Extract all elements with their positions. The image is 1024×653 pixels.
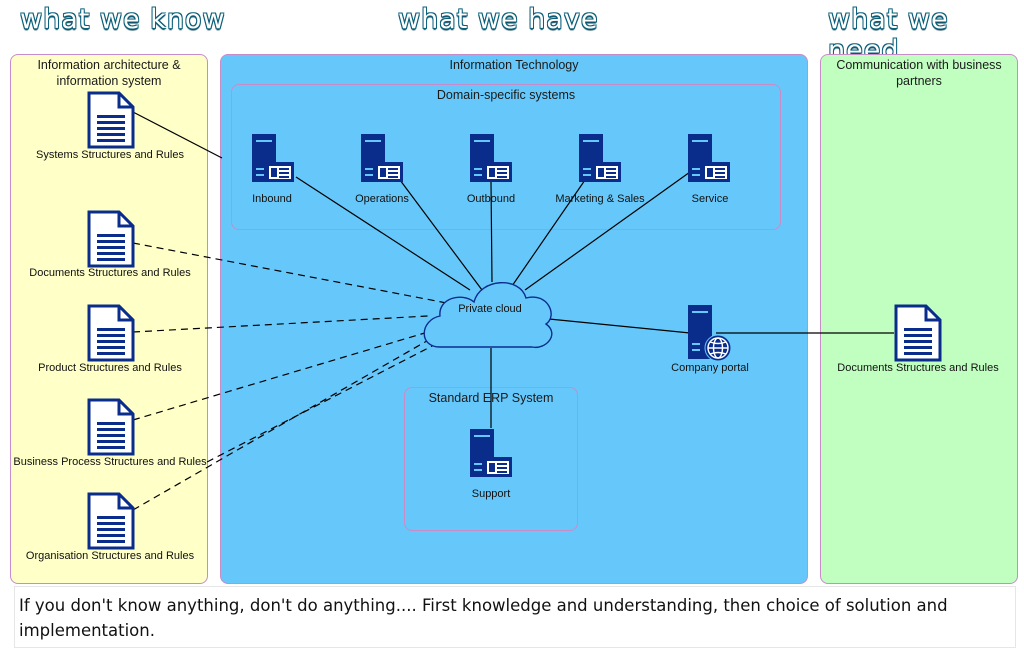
document-icon [87, 398, 135, 456]
line-documents-to-cloud [132, 242, 453, 305]
line-outbound-to-cloud [490, 181, 493, 283]
heading-what-we-have: what we have [398, 4, 599, 35]
document-label-business-process: Business Process Structures and Rules [13, 456, 207, 468]
line-cloud-to-portal [548, 318, 691, 334]
line-marketing-to-cloud [511, 179, 586, 287]
server-icon [470, 429, 512, 477]
server-label-outbound: Outbound [466, 193, 516, 205]
private-cloud-label: Private cloud [458, 303, 522, 315]
server-label-marketing-sales: Marketing & Sales [555, 193, 645, 205]
document-label-product: Product Structures and Rules [38, 362, 182, 374]
server-label-operations: Operations [355, 193, 409, 205]
footer-text: If you don't know anything, don't do any… [19, 596, 948, 640]
server-icon [579, 134, 621, 182]
line-organisation-to-cloud [132, 337, 433, 511]
line-product-to-cloud [132, 315, 429, 333]
document-label-organisation: Organisation Structures and Rules [25, 550, 195, 562]
server-label-inbound: Inbound [252, 193, 292, 205]
panel-title-domain-specific-systems: Domain-specific systems [436, 88, 576, 102]
server-icon [252, 134, 294, 182]
panel-title-communication-business-partners: Communication with business partners [836, 58, 1002, 88]
private-cloud-icon [423, 282, 553, 348]
server-label-service: Service [691, 193, 729, 205]
document-icon [87, 492, 135, 550]
line-inbound-to-cloud [295, 176, 471, 291]
footer-note: If you don't know anything, don't do any… [14, 586, 1016, 648]
server-icon [361, 134, 403, 182]
line-systems-to-it [132, 111, 223, 159]
heading-what-we-know: what we know [20, 4, 226, 35]
company-portal-label: Company portal [671, 362, 749, 374]
document-label-partner-documents: Documents Structures and Rules [837, 362, 999, 374]
web-server-icon [688, 305, 732, 362]
line-process-to-cloud [132, 331, 429, 421]
line-process-edge-to-cloud [206, 342, 439, 463]
server-icon [688, 134, 730, 182]
line-service-to-cloud [524, 171, 691, 291]
panel-title-information-architecture: Information architecture & information s… [37, 58, 181, 88]
panel-domain-specific-systems: Domain-specific systems [231, 84, 781, 230]
document-label-documents: Documents Structures and Rules [29, 267, 191, 279]
document-icon [87, 210, 135, 268]
document-icon [87, 304, 135, 362]
server-icon [470, 134, 512, 182]
document-icon [87, 91, 135, 149]
server-label-support: Support [471, 488, 511, 500]
document-icon [894, 304, 942, 362]
panel-title-information-technology: Information Technology [449, 58, 579, 72]
line-operations-to-cloud [399, 179, 483, 291]
document-label-systems: Systems Structures and Rules [36, 149, 184, 161]
